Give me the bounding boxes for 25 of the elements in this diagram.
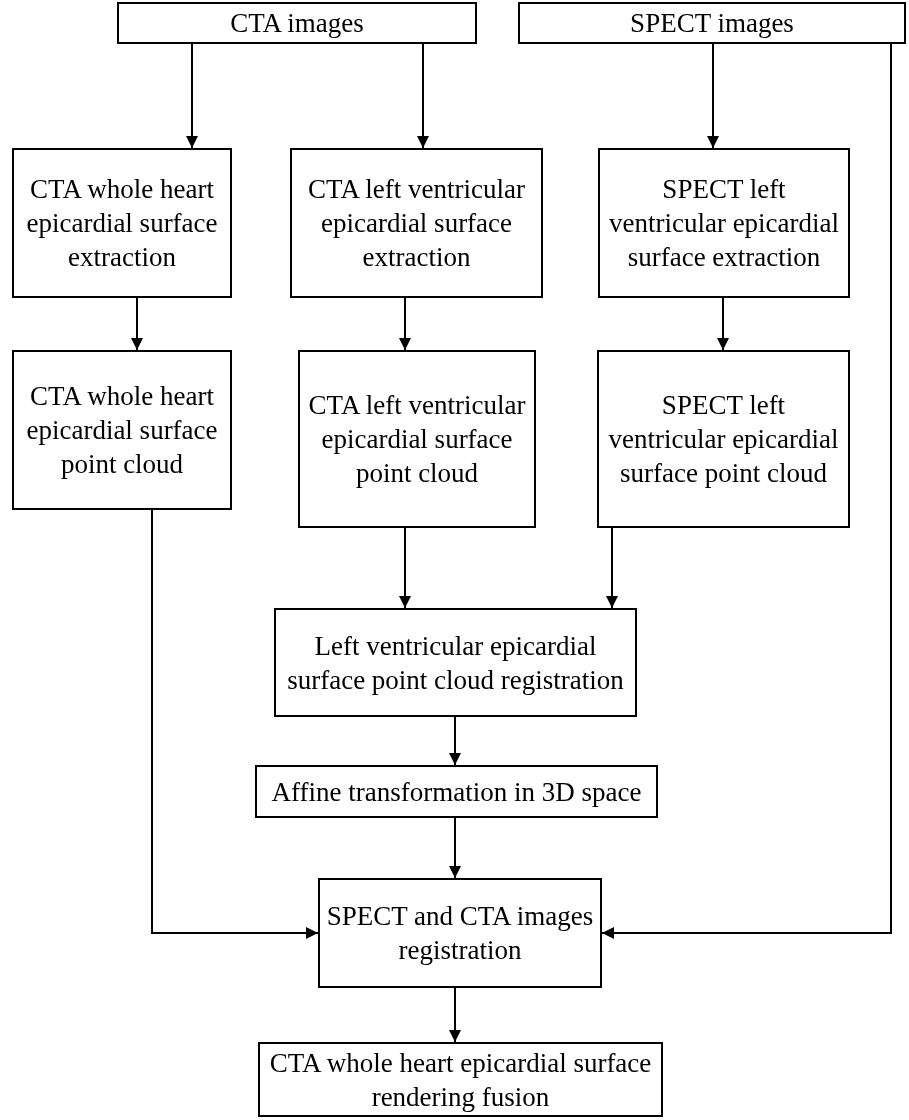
arrow — [449, 716, 461, 766]
process-box: CTA whole heart epicardial surface rendering fusion — [258, 1042, 663, 1117]
process-box: CTA left ventricular epicardial surface extraction — [290, 148, 543, 298]
arrow — [399, 527, 411, 609]
arrow — [606, 527, 618, 609]
arrow — [449, 817, 461, 879]
process-box: Left ventricular epicardial surface point cloud registration — [274, 608, 637, 717]
process-box: CTA left ventricular epicardial surface point cloud — [298, 350, 536, 528]
arrow — [707, 43, 719, 149]
arrow — [601, 43, 892, 939]
process-box: Affine transformation in 3D space — [255, 765, 658, 818]
process-box: CTA whole heart epicardial surface extraction — [12, 148, 232, 298]
arrow — [131, 297, 143, 351]
arrow — [417, 43, 429, 149]
process-box: SPECT images — [518, 2, 906, 44]
arrow — [399, 297, 411, 351]
arrow — [717, 297, 729, 351]
process-box: SPECT left ventricular epicardial surface extraction — [598, 148, 850, 298]
process-box: CTA whole heart epicardial surface point cloud — [12, 350, 232, 510]
arrow — [449, 987, 461, 1043]
process-box: CTA images — [117, 2, 477, 44]
arrow — [151, 509, 319, 939]
process-box: SPECT left ventricular epicardial surface point cloud — [597, 350, 850, 528]
arrow — [186, 43, 198, 149]
process-box: SPECT and CTA images registration — [318, 878, 602, 988]
